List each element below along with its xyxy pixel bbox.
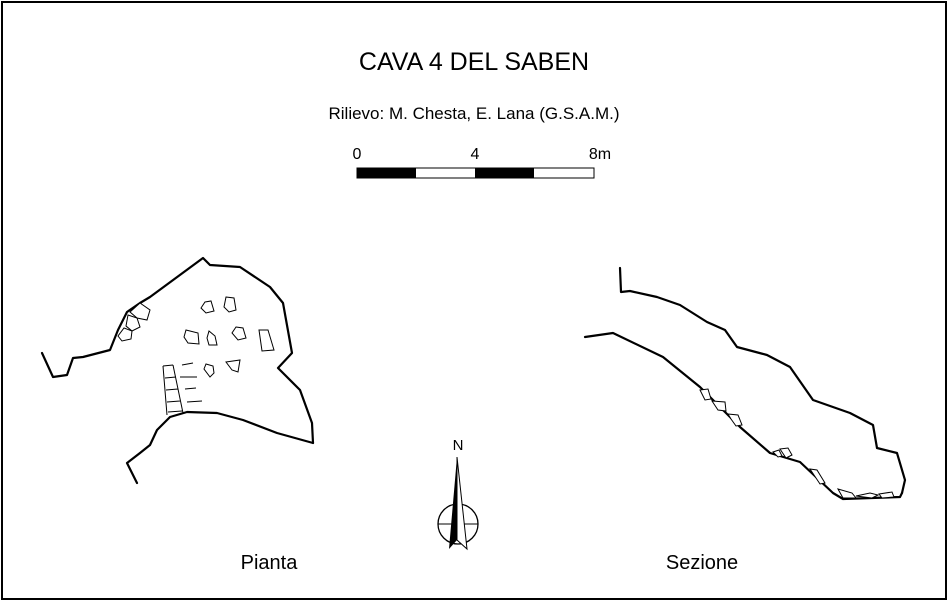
plan-drawing [40, 256, 315, 485]
boulders [117, 296, 275, 378]
scale-label-8: 8m [589, 146, 611, 163]
section-drawing [583, 266, 907, 501]
plan-label: Pianta [241, 552, 299, 574]
title: CAVA 4 DEL SABEN [359, 48, 589, 76]
section-boulders [699, 388, 895, 499]
north-label: N [453, 437, 464, 454]
credits: Rilievo: M. Chesta, E. Lana (G.S.A.M.) [329, 104, 620, 123]
scale-bar: 0 4 8m [353, 146, 611, 179]
section-label: Sezione [666, 552, 738, 574]
scale-label-0: 0 [353, 146, 362, 163]
scale-label-4: 4 [471, 146, 480, 163]
north-arrow-icon: N [437, 437, 479, 551]
stairs [162, 362, 203, 416]
